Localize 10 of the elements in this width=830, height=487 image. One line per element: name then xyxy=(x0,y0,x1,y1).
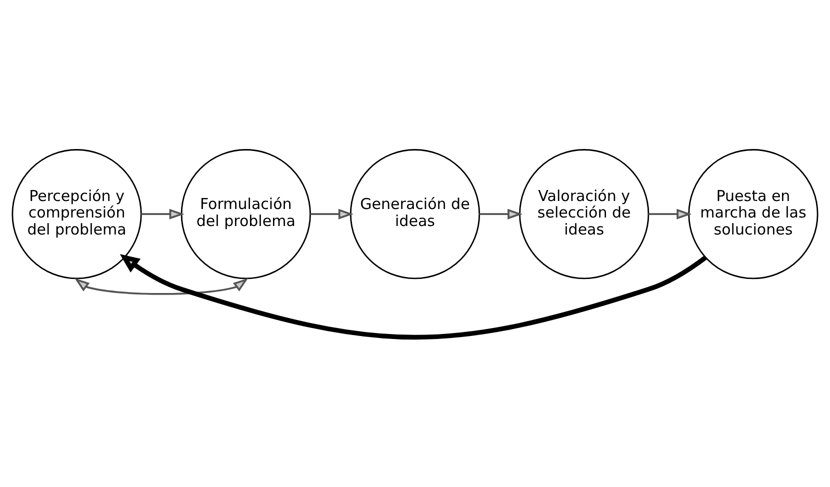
arrow xyxy=(120,254,707,340)
arrow xyxy=(74,278,248,295)
node-circle: Formulación del problema xyxy=(180,149,311,280)
arrow xyxy=(479,208,523,220)
node-circle: Valoración y selección de ideas xyxy=(519,149,650,280)
arrow xyxy=(141,208,184,220)
arrow xyxy=(310,208,354,220)
node-circle: Puesta en marcha de las soluciones xyxy=(688,149,818,280)
node-circle: Generación de ideas xyxy=(350,149,480,280)
arrow xyxy=(648,208,692,220)
